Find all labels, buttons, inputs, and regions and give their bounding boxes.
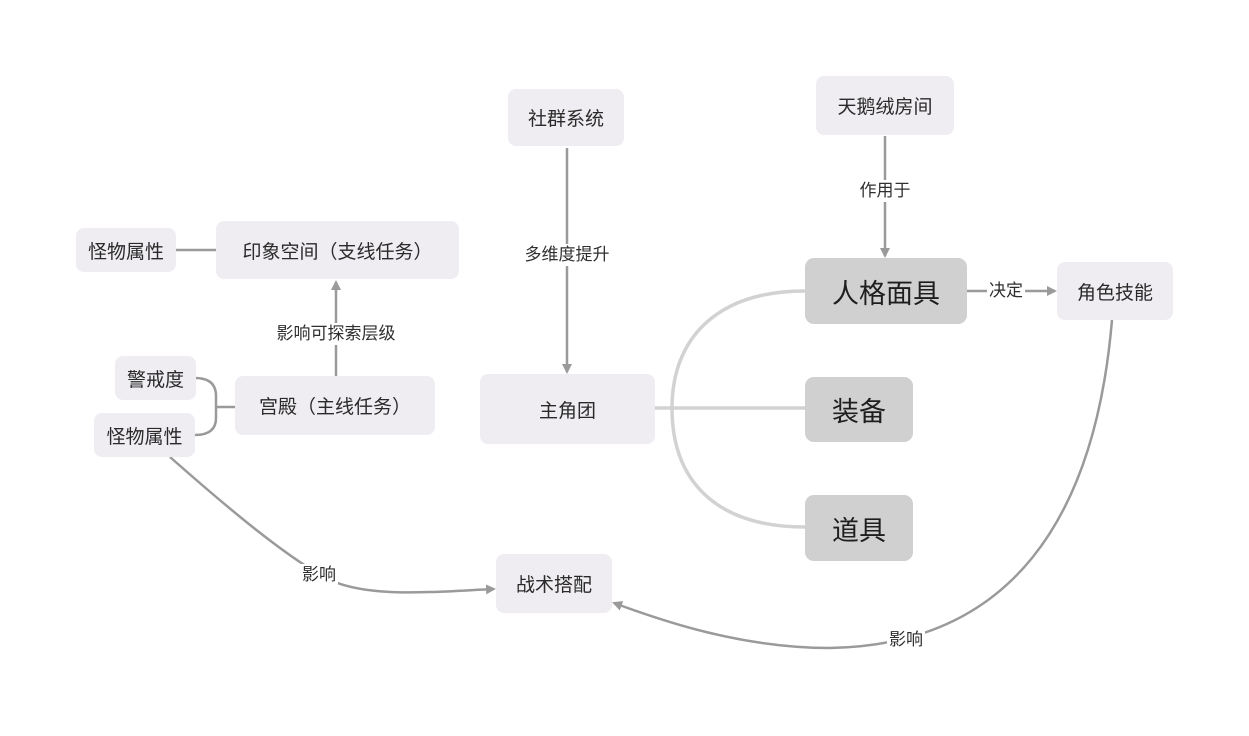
node-items[interactable]: 道具: [805, 495, 913, 561]
node-persona[interactable]: 人格面具: [805, 258, 967, 324]
edge-label-acts-on: 作用于: [857, 180, 913, 202]
node-impression-space[interactable]: 印象空间（支线任务）: [216, 221, 459, 279]
node-social-system[interactable]: 社群系统: [508, 89, 624, 146]
edge-label-affects-explore: 影响可探索层级: [274, 323, 398, 345]
edge-team-to-persona: [655, 289, 806, 410]
node-monster-attr-top[interactable]: 怪物属性: [76, 228, 176, 272]
edge-label-multi-dim: 多维度提升: [522, 244, 612, 266]
node-tactics[interactable]: 战术搭配: [496, 554, 612, 613]
edge-label-affects-right: 影响: [887, 629, 925, 651]
node-character-skill[interactable]: 角色技能: [1057, 262, 1173, 320]
node-palace[interactable]: 宫殿（主线任务）: [235, 376, 435, 435]
node-equipment[interactable]: 装备: [805, 377, 913, 442]
node-protagonist-team[interactable]: 主角团: [480, 374, 655, 444]
bracket-palace-attributes: [194, 376, 235, 437]
edge-skill-to-tactics: [612, 319, 1114, 650]
edge-label-decides: 决定: [987, 280, 1025, 302]
edge-team-to-items: [670, 407, 806, 529]
node-velvet-room[interactable]: 天鹅绒房间: [816, 76, 954, 135]
node-alertness[interactable]: 警戒度: [115, 356, 196, 400]
edge-label-affects-left: 影响: [300, 564, 338, 586]
node-monster-attr-bottom[interactable]: 怪物属性: [94, 413, 195, 457]
